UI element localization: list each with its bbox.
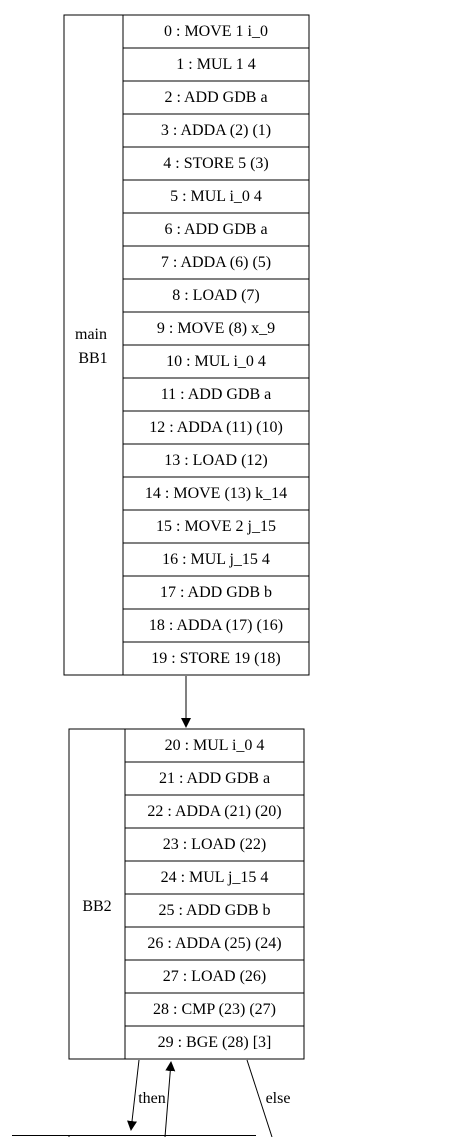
instruction-row: 3 : ADDA (2) (1) xyxy=(161,122,271,139)
instruction-row: 4 : STORE 5 (3) xyxy=(163,155,268,172)
instruction-row: 29 : BGE (28) [3] xyxy=(158,1034,272,1051)
instruction-list: 20 : MUL i_0 4 21 : ADD GDB a 22 : ADDA (2… xyxy=(125,737,304,1051)
edge-label-else: else xyxy=(266,1090,291,1107)
instruction-row: 19 : STORE 19 (18) xyxy=(151,650,280,667)
instruction-row: 14 : MOVE (13) k_14 xyxy=(145,485,287,502)
instruction-row: 18 : ADDA (17) (16) xyxy=(149,617,283,634)
instruction-row: 20 : MUL i_0 4 xyxy=(165,737,265,754)
instruction-row: 15 : MOVE 2 j_15 xyxy=(156,518,276,535)
instruction-list: 0 : MOVE 1 i_0 1 : MUL 1 4 2 : ADD GDB a 3 … xyxy=(123,23,309,667)
instruction-row: 8 : LOAD (7) xyxy=(172,287,260,304)
instruction-row: 9 : MOVE (8) x_9 xyxy=(157,320,275,337)
instruction-row: 24 : MUL j_15 4 xyxy=(161,869,269,886)
instruction-row: 6 : ADD GDB a xyxy=(164,221,267,238)
instruction-row: 12 : ADDA (11) (10) xyxy=(149,419,283,436)
instruction-row: 5 : MUL i_0 4 xyxy=(170,188,262,205)
instruction-row: 13 : LOAD (12) xyxy=(164,452,268,469)
edge-else xyxy=(246,1059,273,1137)
instruction-row: 22 : ADDA (21) (20) xyxy=(147,803,281,820)
edge-back-to-bb2 xyxy=(164,1061,176,1137)
instruction-row: 21 : ADD GDB a xyxy=(159,770,270,787)
basic-block-bb2: BB2 20 : MUL i_0 4 21 : ADD GDB a 22 : ADD… xyxy=(68,728,305,1060)
block-name: main BB1 xyxy=(75,326,111,367)
instruction-row: 7 : ADDA (6) (5) xyxy=(161,254,271,271)
instruction-row: 2 : ADD GDB a xyxy=(164,89,267,106)
instruction-row: 26 : ADDA (25) (24) xyxy=(147,935,281,952)
instruction-row: 0 : MOVE 1 i_0 xyxy=(164,23,268,40)
instruction-row: 11 : ADD GDB a xyxy=(161,386,272,403)
instruction-row: 25 : ADD GDB b xyxy=(158,902,270,919)
instruction-row: 10 : MUL i_0 4 xyxy=(166,353,266,370)
edge-label-then: then xyxy=(138,1090,166,1107)
instruction-row: 16 : MUL j_15 4 xyxy=(162,551,270,568)
edge-then xyxy=(127,1059,140,1131)
basic-block-bb1: main BB1 0 : MOVE 1 i_0 1 : MUL 1 4 2 : AD… xyxy=(63,14,310,676)
block-name-line-1: BB2 xyxy=(82,898,111,915)
block-name-line-1: main xyxy=(75,326,107,343)
instruction-row: 28 : CMP (23) (27) xyxy=(153,1001,276,1018)
instruction-row: 17 : ADD GDB b xyxy=(160,584,272,601)
block-name: BB2 xyxy=(82,898,111,915)
instruction-row: 23 : LOAD (22) xyxy=(163,836,267,853)
instruction-row: 1 : MUL 1 4 xyxy=(176,56,255,73)
instruction-row: 27 : LOAD (26) xyxy=(163,968,267,985)
block-name-line-2: BB1 xyxy=(78,350,107,367)
